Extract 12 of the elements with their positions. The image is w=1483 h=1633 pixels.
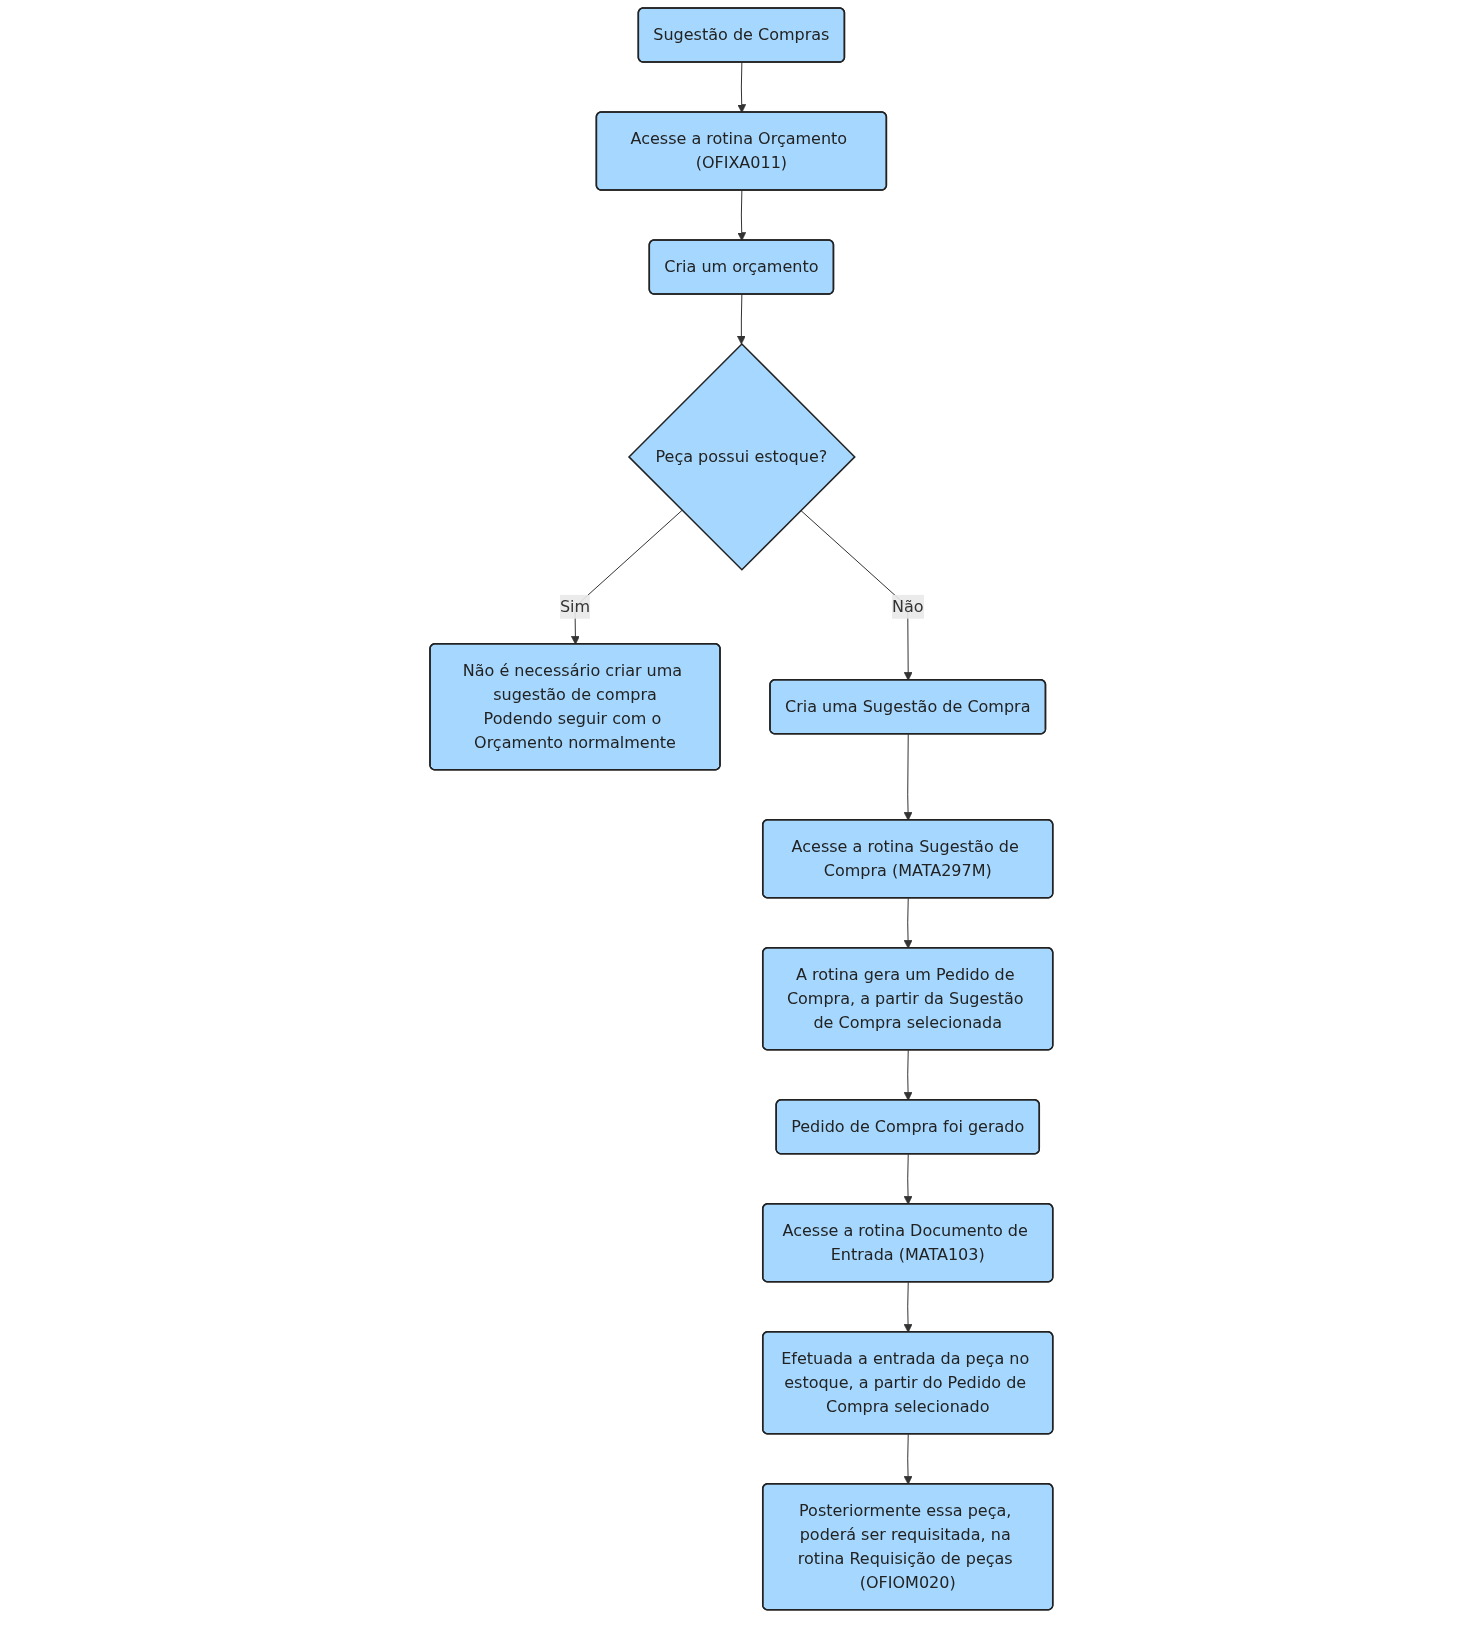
arrow: [903, 1433, 913, 1485]
edge-label: Não: [892, 596, 924, 616]
arrow: [903, 1049, 913, 1101]
arrow: [737, 294, 746, 345]
arrow: [737, 62, 747, 113]
edge-label: Sim: [560, 596, 591, 616]
node-diamond: Peça possui estoque?: [628, 342, 856, 571]
arrow: [903, 1153, 913, 1205]
arrow: [903, 1281, 913, 1333]
arrow: [903, 733, 913, 821]
arrow: [903, 897, 913, 949]
arrow: [737, 190, 747, 241]
